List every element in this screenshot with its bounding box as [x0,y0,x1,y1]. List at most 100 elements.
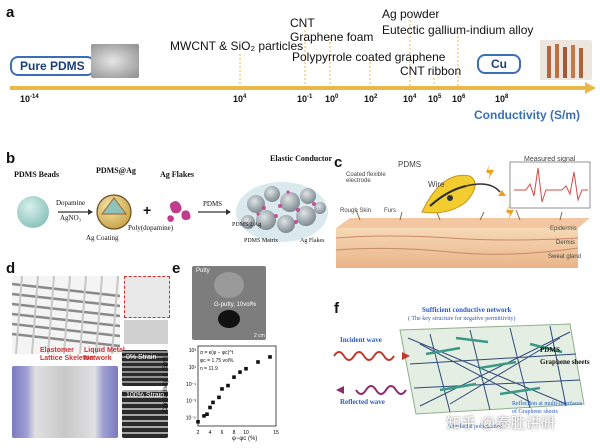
label-polarization: Interfacial polarization [448,424,503,430]
label-ag-flakes: Ag Flakes [160,170,194,179]
label-scale: 2 cm [254,333,265,339]
tick-label: 100 [325,94,339,104]
label-epidermis: Epidermis [550,226,577,232]
panel-label-e: e [172,260,181,277]
label-f-pdms: PDMS [540,346,560,354]
label-sweat-gland: Sweat gland [548,254,582,260]
label-network-sub: ( The key structure for negative permitt… [408,316,516,322]
data-point [268,355,272,359]
label-elastomer: Elastomer Lattice Skeleton [40,347,94,362]
x-tick-label: 8 [233,430,236,436]
label-pdms-matrix: PDMS Matrix [244,238,279,244]
label-pdms-ag: PDMS@Ag [96,166,136,175]
material-polypyrrole: Polypyrrole coated graphene [292,50,446,64]
pdms-bead [17,196,49,228]
label-polydopamine: Poly(dopamine) [128,224,174,232]
graphene-network [407,325,581,413]
data-point [232,375,236,379]
material-ag-powder: Ag powder [382,7,440,21]
panel-label-a: a [6,4,15,21]
label-rough-skin: Rough Skin [340,208,372,214]
label-network: Sufficient conductive network [422,306,512,314]
label-dopamine: Dopamine [56,199,86,207]
label-pdms-ag-small: PDMS@Ag [232,222,262,228]
plot-frame [197,345,277,427]
data-point [226,383,230,388]
label-agno3: AgNO₃ [60,214,82,222]
panel-label-d: d [6,260,16,277]
label-dermis: Dermis [556,240,575,246]
data-point [196,419,200,424]
data-point [205,412,209,417]
y-tick-label: 10³ [189,348,197,354]
data-point [238,370,242,374]
cu-photo [540,40,592,80]
pdms-photo [91,44,139,78]
material-cnt-ribbon: CNT ribbon [400,64,462,78]
x-tick-label: 10 [243,430,249,436]
material-egain: Eutectic gallium-indium alloy [382,23,534,37]
axis-label-conductivity: Conductivity (S/m) [474,108,581,122]
tick-label: 106 [452,94,466,104]
material-mwcnt: MWCNT & SiO₂ particles [170,39,304,53]
label-coated-electrode: Coated flexible electrode [346,172,386,184]
label-furs: Furs [384,208,396,214]
y-tick-label: 10¹ [189,365,197,371]
label-ag-coating: Ag Coating [86,234,119,242]
watermark: 知乎 @泰胜讲研 [446,415,556,432]
material-cu: Cu [477,54,521,74]
data-point [256,360,260,364]
label-pdms-arrow: PDMS [203,200,223,208]
panel-label-c: c [334,154,343,171]
x-tick-label: 4 [209,430,212,436]
label-100-strain: 100% Strain [126,392,165,399]
signal-box [509,161,591,209]
strain-0-photo [122,350,168,386]
y-tick-label: 10⁻¹ [186,382,196,388]
label-putty: Putty [196,268,210,274]
label-reflected-wave: Reflected wave [340,398,385,406]
data-point [211,400,215,405]
tick-label: 104 [233,94,247,104]
x-tick-label: 6 [221,430,224,436]
tick-label: 105 [428,94,442,104]
label-incident-wave: Incident wave [340,336,382,344]
incident-wave [333,351,395,361]
panel-b-schematic [17,182,328,242]
zoom-inset-bottom [124,320,168,344]
zoom-inset-top [124,276,170,318]
skin-top [336,218,590,228]
equation-3: n = 11.9 [200,366,218,372]
material-cnt: CNT [290,16,315,30]
reflected-wave [355,385,407,395]
ecg-trace [514,167,588,203]
label-wire: Wire [428,180,445,189]
label-graphene: Graphene sheets [540,358,590,366]
scatter-points [196,355,272,424]
strain-100-photo [122,390,168,438]
tick-label: 10-14 [20,94,39,104]
tick-label: 104 [403,94,417,104]
label-measured-signal: Measured signal [524,156,576,163]
putty-photo [192,266,266,340]
label-pdms-beads: PDMS Beads [14,170,60,179]
y-tick-label: 10⁻³ [186,399,196,405]
ag-flakes-icon [167,201,191,222]
label-ag-flakes-small: Ag Flakes [300,238,325,244]
panel-c-illustration [335,161,591,268]
panel-label-f: f [334,300,339,317]
data-point [244,366,248,371]
label-c-pdms: PDMS [398,160,422,169]
wire-line [465,183,501,193]
label-0-strain: 0% Strain [126,354,157,361]
label-liquid-metal: Liquid Metal Network [84,347,125,362]
label-elastic-conductor: Elastic Conductor [270,154,332,163]
panel-label-b: b [6,150,16,167]
lattice-illustration [12,276,120,354]
tick-label: 102 [364,94,378,104]
stretch-photo [12,366,118,438]
panel-f-illustration [333,323,585,415]
data-point [217,395,221,400]
material-graphene-foam: Graphene foam [290,30,374,44]
